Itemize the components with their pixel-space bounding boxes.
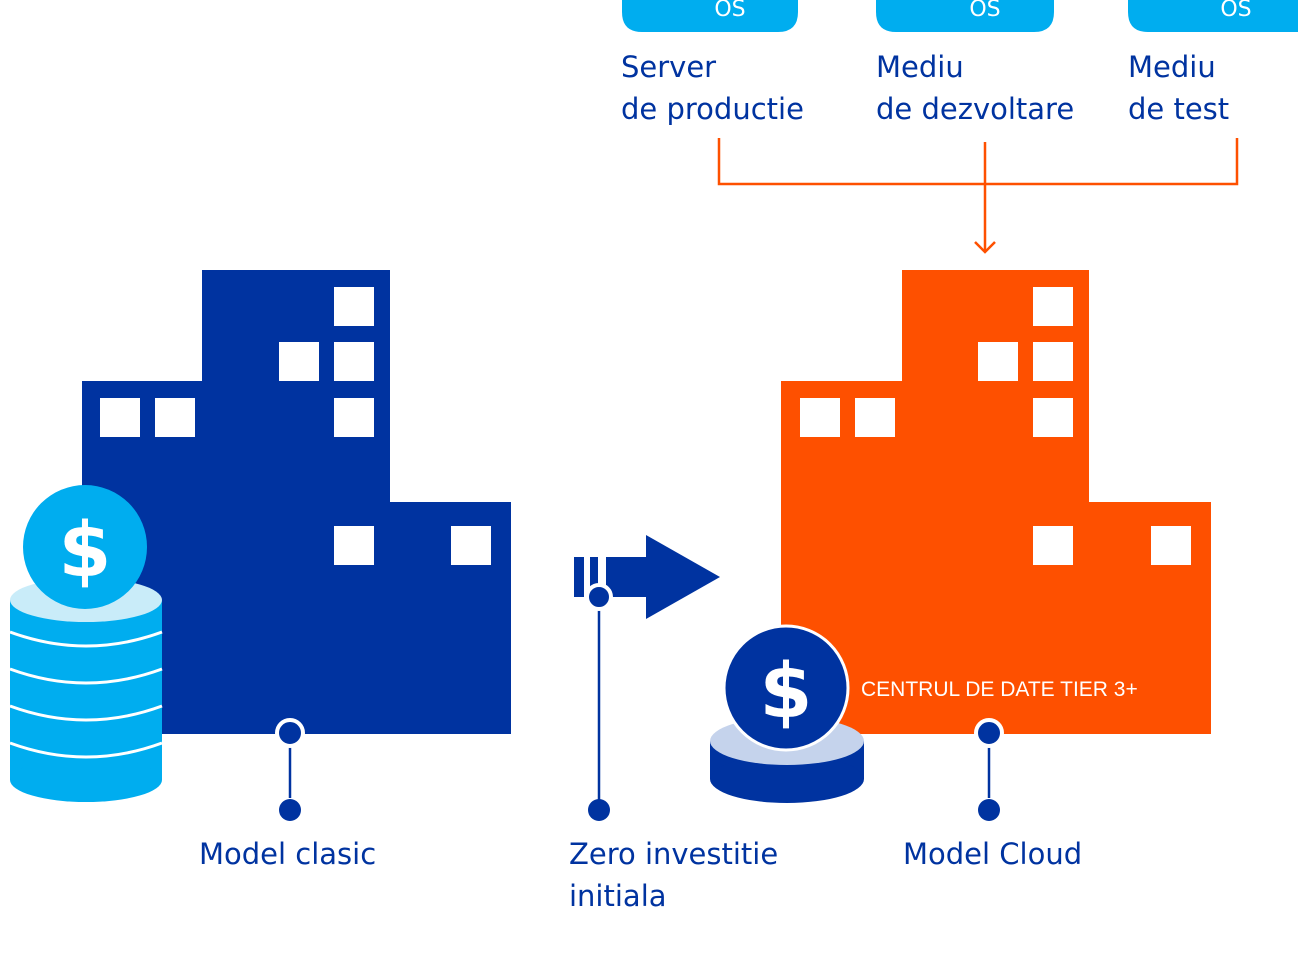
os-tab-production: OS (622, 0, 798, 32)
classic-connector (275, 718, 305, 821)
cloud-model-label: Model Cloud (903, 837, 1083, 871)
env-line1: Mediu (1128, 50, 1216, 84)
zero-investment-label: Zero investitie initiala (569, 833, 778, 917)
zero-investment-line2: initiala (569, 879, 667, 913)
arrow-right-icon (574, 535, 720, 619)
env-line2: de test (1128, 92, 1230, 126)
environments-connector (717, 138, 1239, 254)
env-line1: Mediu (876, 50, 964, 84)
env-line2: de dezvoltare (876, 92, 1075, 126)
cloud-connector (974, 718, 1004, 821)
cloud-building-icon (781, 270, 1211, 734)
env-line2: de productie (621, 92, 804, 126)
env-label-production: Server de productie (621, 46, 804, 130)
zero-investment-connector (585, 583, 613, 821)
classic-building-icon (82, 270, 511, 734)
env-label-development: Mediu de dezvoltare (876, 46, 1074, 130)
datacenter-label: CENTRUL DE DATE TIER 3+ (861, 678, 1138, 701)
os-tab-label: OS (714, 0, 745, 22)
os-tab-test: OS (1128, 0, 1298, 32)
dollar-symbol: $ (760, 646, 813, 735)
building-windows (100, 287, 491, 565)
env-label-test: Mediu de test (1128, 46, 1229, 130)
coin-stack-icon (9, 578, 163, 802)
os-tab-label: OS (1220, 0, 1251, 22)
zero-investment-line1: Zero investitie (569, 837, 779, 871)
dollar-symbol: $ (59, 505, 112, 594)
os-tab-development: OS (876, 0, 1054, 32)
dollar-coin-icon-classic: $ (23, 485, 147, 609)
env-line1: Server (621, 50, 717, 84)
classic-model-label: Model clasic (199, 837, 377, 871)
dollar-coin-icon-cloud: $ (722, 624, 850, 752)
building-windows (800, 287, 1191, 565)
os-tab-label: OS (969, 0, 1000, 22)
